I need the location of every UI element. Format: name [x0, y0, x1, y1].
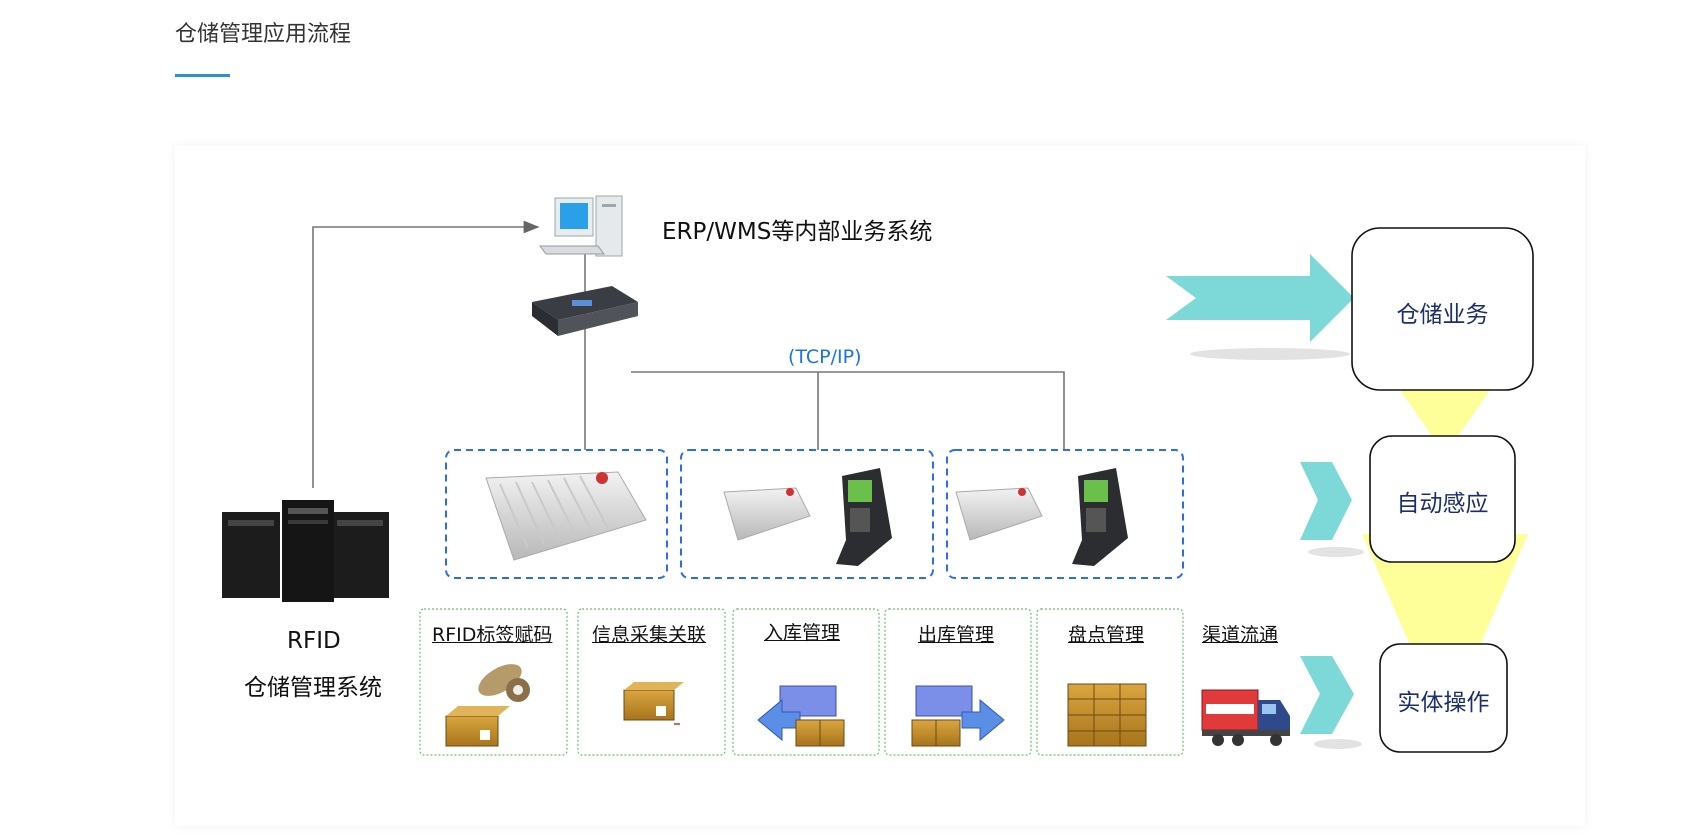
step-label-tag-coding: RFID标签赋码: [432, 624, 553, 646]
arrow-shadows: [1190, 348, 1364, 749]
funnel-upper: [1400, 390, 1490, 436]
handheld-scanner-icon: [836, 468, 892, 566]
warehouse-business-label: 仓储业务: [1396, 302, 1489, 328]
step-label-info-collection: 信息采集关联: [592, 624, 707, 646]
business-boxes: [1351, 227, 1534, 753]
physical-operation-label: 实体操作: [1397, 690, 1490, 716]
step-label-inbound: 入库管理: [764, 622, 841, 644]
auto-sensing-label: 自动感应: [1396, 491, 1489, 517]
rfid-system-label: RFID: [287, 628, 341, 654]
delivery-truck-icon: [1201, 689, 1290, 746]
step-boxes: [419, 608, 1184, 756]
network-switch-icon: [532, 286, 638, 336]
inbound-icon: [757, 685, 845, 747]
rfid-system-sublabel: 仓储管理系统: [244, 675, 382, 701]
rfid-reader-small-icon: [723, 487, 811, 541]
connection-lines: [312, 220, 1065, 488]
rfid-reader-icon: [485, 471, 647, 561]
stacked-boxes-icon: [1067, 683, 1147, 747]
reader-groups: [445, 449, 1184, 579]
tcp-ip-label: (TCP/IP): [788, 346, 862, 368]
page-title: 仓储管理应用流程: [175, 22, 352, 47]
erp-system-label: ERP/WMS等内部业务系统: [662, 219, 933, 245]
cardboard-box-icon: [445, 706, 510, 747]
outbound-icon: [911, 685, 1005, 747]
computer-icon: [539, 195, 623, 257]
flow-arrows: [1166, 254, 1354, 734]
cardboard-box-icon: [623, 682, 684, 725]
step-label-inventory: 盘点管理: [1068, 624, 1145, 646]
step-label-outbound: 出库管理: [918, 624, 995, 646]
title-underline: [175, 74, 230, 77]
funnel-lower: [1362, 534, 1528, 650]
tag-roll-icon: [478, 664, 530, 702]
handheld-scanner-icon: [1072, 468, 1128, 566]
rfid-reader-small-icon: [955, 487, 1043, 541]
server-icon: [222, 500, 389, 602]
step-label-distribution: 渠道流通: [1202, 624, 1279, 646]
